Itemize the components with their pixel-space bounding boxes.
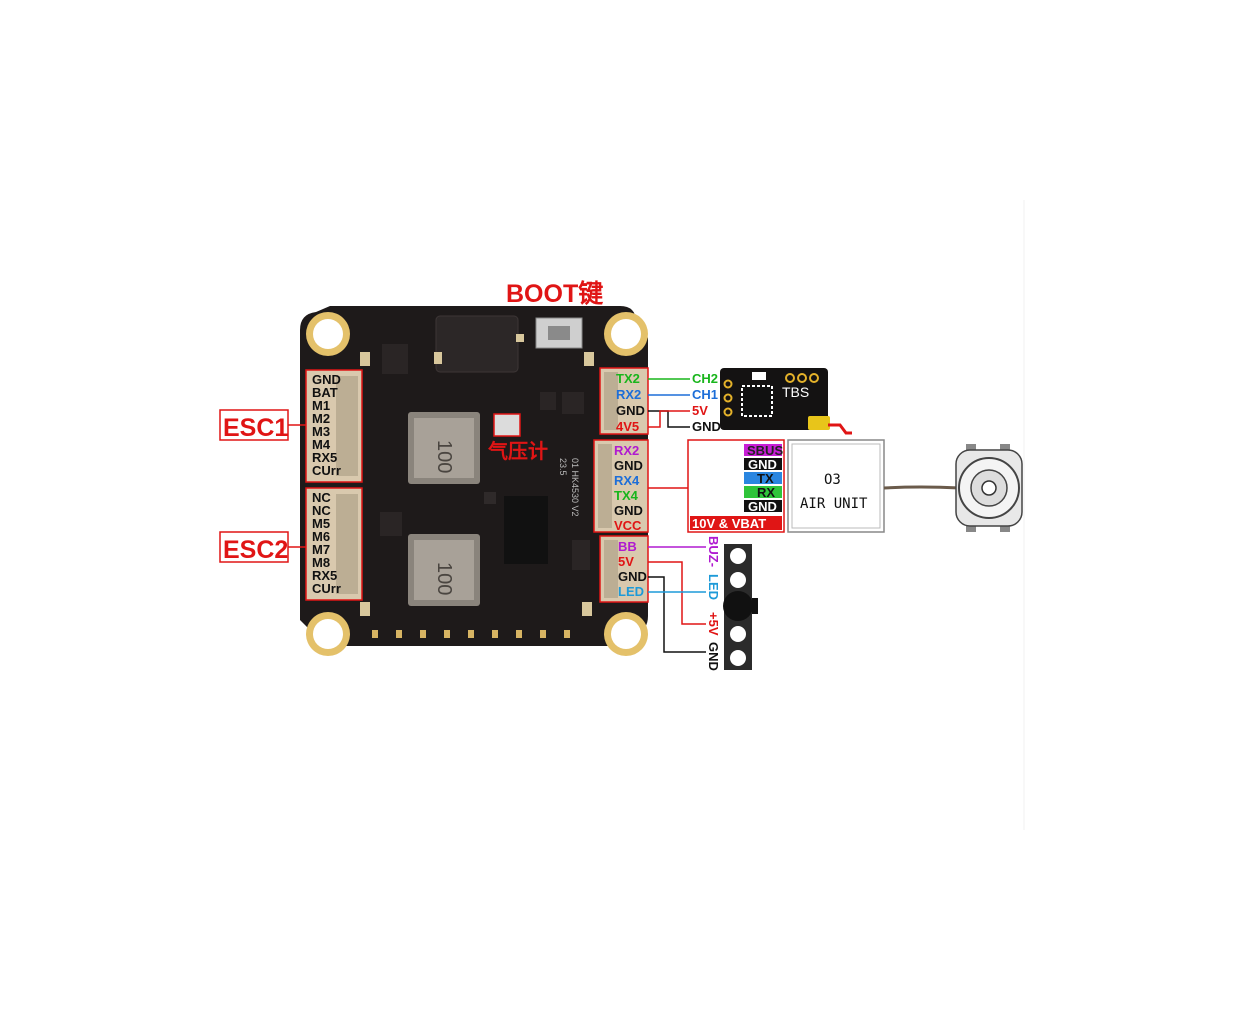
inductor-bottom-label: 100 [433,562,455,595]
esc1-pin: BAT [312,385,338,400]
rx-pin: 4V5 [616,419,639,434]
inductor-bottom: 100 [408,534,480,606]
legend-gnd: GND [748,457,777,472]
antenna-cable [883,485,961,490]
buzzer [723,591,753,621]
esc2-pin: M5 [312,516,330,531]
buzzer-pin: GND [618,569,647,584]
legend-tx: TX [757,471,774,486]
esc2-callout: ESC2 [219,531,306,564]
plus5v-label: +5V [706,612,721,636]
air-unit-line1: O3 [824,472,841,488]
esc2-pin: RX5 [312,568,337,583]
rx-wire-label: 5V [692,403,708,418]
esc1-pin: GND [312,372,341,387]
barometer-sensor [493,413,521,437]
legend-power: 10V & VBAT [692,516,766,531]
esc2-pin: NC [312,503,331,518]
mount-hole-top-right [604,312,648,356]
esc1-pin: CUrr [312,463,341,478]
vtx-pin: VCC [614,518,642,533]
led-label: LED [706,574,721,600]
esc1-pin: M4 [312,437,331,452]
buzzer-pin: BB [618,539,637,554]
tbs-receiver: TBS [720,368,852,435]
buzzer-pin: 5V [618,554,634,569]
rx-wire-label: CH2 [692,371,718,386]
esc2-pin: M6 [312,529,330,544]
rx-pin: TX2 [616,371,640,386]
gnd-label: GND [706,642,721,671]
vtx-pin: RX2 [614,443,639,458]
boot-label: BOOT键 [506,279,603,308]
esc1-pin-labels: GND BAT M1 M2 M3 M4 RX5 CUrr [312,372,341,478]
rx-pin: RX2 [616,387,641,402]
mcu-chip [504,496,548,564]
esc1-pin: RX5 [312,450,337,465]
mount-hole-top-left [306,312,350,356]
vtx-pin: GND [614,458,643,473]
silk-text-bottom: 01 HK4530 V2 [570,458,580,517]
esc1-callout: ESC1 [219,409,306,442]
silk-text-top: 23.5 [558,458,568,476]
buzzer-pin: LED [618,584,644,599]
esc1-pin: M1 [312,398,330,413]
camera-lens [955,444,1023,532]
vtx-legend: SBUS GND TX RX GND 10V & VBAT [687,439,785,533]
rx-pin-labels: TX2 RX2 GND 4V5 [616,371,645,434]
esc2-pin: CUrr [312,581,341,596]
esc2-title: ESC2 [223,536,288,564]
esc2-pin: M8 [312,555,330,570]
mount-hole-bottom-right [604,612,648,656]
inductor-top-label: 100 [433,440,455,473]
legend-gnd: GND [748,499,777,514]
rx-wire-labels: CH2 CH1 5V GND [692,371,721,434]
esc2-pin: NC [312,490,331,505]
flight-controller-board: 100 100 23.5 01 HK4530 V2 [300,306,649,656]
vtx-pin: GND [614,503,643,518]
vtx-pin: RX4 [614,473,640,488]
vtx-pin-labels: RX2 GND RX4 TX4 GND VCC [614,443,643,533]
esc2-pin: M7 [312,542,330,557]
barometer-label: 气压计 [487,439,548,463]
o3-air-unit: O3 AIR UNIT [787,439,885,533]
usb-port [435,315,519,373]
esc1-title: ESC1 [223,414,288,442]
tbs-label: TBS [782,384,809,400]
esc2-pin-labels: NC NC M5 M6 M7 M8 RX5 CUrr [312,490,341,596]
buzzer-led-module [723,544,758,670]
buzzer-wire-labels: BUZ- LED +5V GND [706,536,721,671]
buz-label: BUZ- [706,536,721,567]
legend-sbus: SBUS [747,443,783,458]
vtx-pin: TX4 [614,488,639,503]
rx-wire-label: CH1 [692,387,718,402]
buzzer-wires [648,546,706,653]
rx-pin: GND [616,403,645,418]
inductor-top: 100 [408,412,480,484]
buzzer-pin-labels: BB 5V GND LED [618,539,647,599]
mount-hole-bottom-left [306,612,350,656]
rx-wires [648,378,690,428]
esc1-pin: M3 [312,424,330,439]
rx-wire-label: GND [692,419,721,434]
legend-rx: RX [757,485,775,500]
air-unit-line2: AIR UNIT [800,496,868,512]
esc1-pin: M2 [312,411,330,426]
